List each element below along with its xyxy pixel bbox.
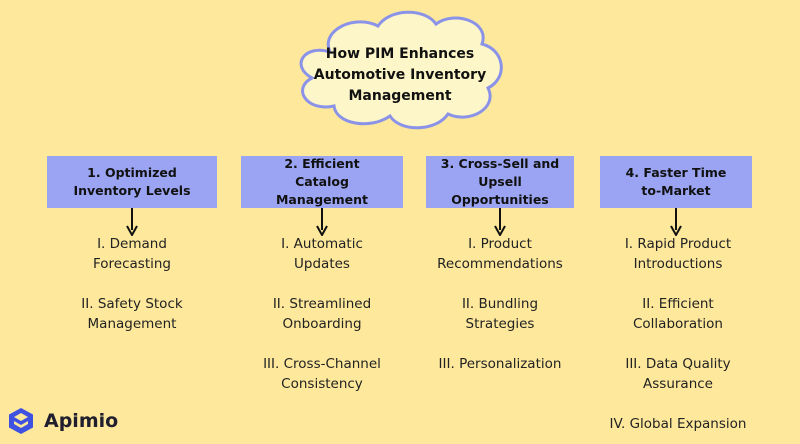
down-arrow-icon: [316, 208, 328, 236]
item-line: III. Data Quality: [625, 356, 731, 372]
down-arrow-icon: [494, 208, 506, 236]
item-line: Recommendations: [437, 256, 563, 272]
heading-line: to-Market: [641, 183, 711, 198]
item-line: I. Demand: [97, 236, 167, 252]
heading-box-cross-sell: 3. Cross-Sell and Upsell Opportunities: [426, 156, 574, 208]
item-line: Updates: [294, 256, 350, 272]
title-line: How PIM Enhances: [325, 46, 475, 62]
item-line: I. Product: [468, 236, 532, 252]
item-list-optimized-inventory: I. Demand Forecasting II. Safety Stock M…: [47, 234, 217, 354]
item-line: IV. Global Expansion: [609, 416, 747, 432]
list-item: III. Data Quality Assurance: [598, 354, 758, 394]
heading-box-optimized-inventory: 1. Optimized Inventory Levels: [47, 156, 217, 208]
heading-line: Upsell Opportunities: [451, 174, 549, 207]
heading-line: 2. Efficient: [284, 156, 360, 171]
item-list-efficient-catalog: I. Automatic Updates II. Streamlined Onb…: [241, 234, 403, 414]
list-item: II. Safety Stock Management: [47, 294, 217, 334]
list-item: I. Product Recommendations: [420, 234, 580, 274]
list-item: IV. Global Expansion: [598, 414, 758, 434]
item-line: I. Automatic: [281, 236, 363, 252]
item-line: Management: [87, 316, 177, 332]
item-list-cross-sell: I. Product Recommendations II. Bundling …: [420, 234, 580, 394]
list-item: II. Streamlined Onboarding: [241, 294, 403, 334]
heading-line: Catalog Management: [275, 174, 368, 207]
item-line: I. Rapid Product: [624, 236, 732, 252]
list-item: II. Bundling Strategies: [420, 294, 580, 334]
list-item: III. Personalization: [420, 354, 580, 374]
item-list-faster-time: I. Rapid Product Introductions II. Effic…: [598, 234, 758, 444]
apimio-logo: Apimio: [6, 406, 118, 436]
item-line: II. Streamlined: [272, 296, 372, 312]
down-arrow-icon: [126, 208, 138, 236]
item-line: II. Efficient: [642, 296, 714, 312]
item-line: Collaboration: [633, 316, 723, 332]
down-arrow-icon: [670, 208, 682, 236]
item-line: Forecasting: [92, 256, 171, 272]
item-line: II. Bundling: [461, 296, 539, 312]
item-line: Consistency: [281, 376, 363, 392]
title-line: Management: [348, 88, 452, 104]
item-line: III. Cross-Channel: [263, 356, 381, 372]
list-item: III. Cross-Channel Consistency: [241, 354, 403, 394]
heading-line: 4. Faster Time: [625, 165, 727, 180]
title-line: Automotive Inventory: [313, 67, 487, 83]
apimio-logo-icon: [9, 408, 33, 434]
item-line: Assurance: [643, 376, 713, 392]
item-line: Introductions: [633, 256, 723, 272]
heading-box-faster-time: 4. Faster Time to-Market: [600, 156, 752, 208]
list-item: I. Automatic Updates: [241, 234, 403, 274]
heading-line: 3. Cross-Sell and: [440, 156, 560, 171]
logo-wordmark: Apimio: [44, 410, 119, 432]
list-item: II. Efficient Collaboration: [598, 294, 758, 334]
item-line: Strategies: [465, 316, 535, 332]
item-line: III. Personalization: [438, 356, 562, 372]
heading-line: 1. Optimized: [87, 165, 177, 180]
diagram-title: How PIM Enhances Automotive Inventory Ma…: [300, 44, 500, 107]
list-item: I. Demand Forecasting: [47, 234, 217, 274]
heading-line: Inventory Levels: [73, 183, 191, 198]
item-line: II. Safety Stock: [81, 296, 183, 312]
list-item: I. Rapid Product Introductions: [598, 234, 758, 274]
item-line: Onboarding: [282, 316, 362, 332]
heading-box-efficient-catalog: 2. Efficient Catalog Management: [241, 156, 403, 208]
